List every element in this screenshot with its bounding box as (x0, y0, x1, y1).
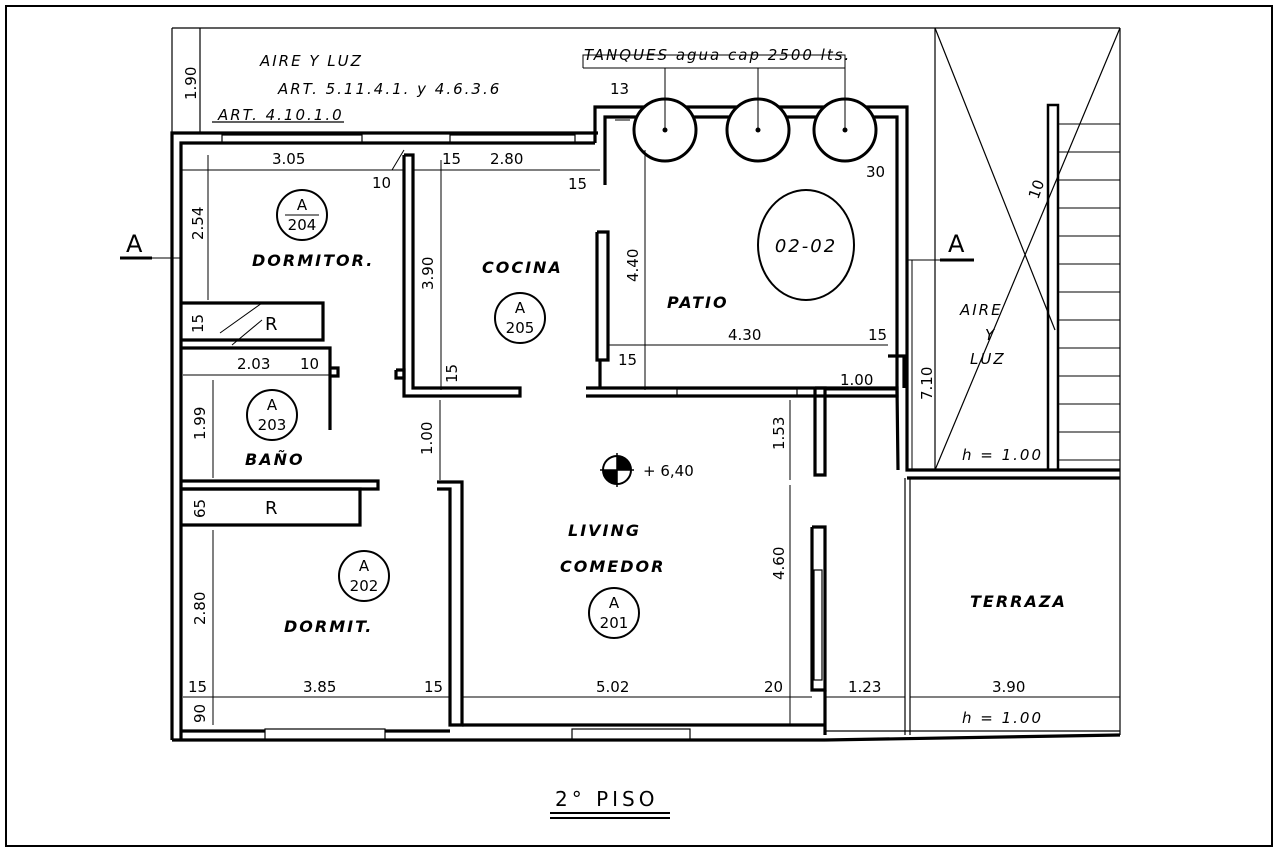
room-202-name: DORMIT. (284, 617, 373, 636)
dim-10a: 10 (372, 174, 391, 192)
dim-2-80a: 2.80 (490, 150, 523, 168)
note-level: + 6,40 (643, 462, 694, 480)
dim-3-90: 3.90 (419, 257, 437, 290)
dim-15c: 15 (618, 351, 637, 369)
label-patio: PATIO (667, 293, 729, 312)
room-204-code-num: 204 (288, 216, 317, 234)
dim-4-60: 4.60 (770, 547, 788, 580)
room-205-code-num: 205 (506, 319, 535, 337)
note-art-1: ART. 5.11.4.1. y 4.6.3.6 (277, 80, 501, 98)
patio-code: 02-02 (775, 236, 837, 257)
dim-2-03: 2.03 (237, 355, 270, 373)
level-marker-icon (600, 453, 634, 487)
dim-15f: 15 (189, 314, 207, 333)
property-lines (171, 27, 1121, 735)
room-201-name-1: LIVING (568, 521, 641, 540)
note-h-terraza: h = 1.00 (962, 709, 1043, 727)
room-201-code-top: A (609, 594, 620, 612)
patio-code-bubble (757, 189, 855, 301)
note-art-2: ART. 4.10.1.0 (217, 106, 344, 124)
dimension-lines (120, 119, 1120, 725)
section-marker-left: A (126, 230, 143, 258)
dim-3-90b: 3.90 (992, 678, 1025, 696)
dim-15h: 15 (424, 678, 443, 696)
dim-15g: 15 (188, 678, 207, 696)
dim-20: 20 (764, 678, 783, 696)
label-terraza: TERRAZA (970, 592, 1067, 611)
dim-3-05: 3.05 (272, 150, 305, 168)
dim-1-00b: 1.00 (418, 422, 436, 455)
dim-1-90: 1.90 (182, 67, 200, 100)
room-202-code-num: 202 (350, 577, 379, 595)
stairs (1046, 103, 1120, 472)
room-205-name: COCINA (482, 258, 563, 277)
dim-30: 30 (866, 163, 885, 181)
dim-5-02: 5.02 (596, 678, 629, 696)
dim-1-23: 1.23 (848, 678, 881, 696)
dim-1-53: 1.53 (770, 417, 788, 450)
room-203-code-num: 203 (258, 416, 287, 434)
room-203-name: BAÑO (245, 450, 305, 469)
dim-2-54: 2.54 (189, 207, 207, 240)
note-aire-luz-top: AIRE Y LUZ (259, 52, 363, 70)
sheet-border (5, 5, 1273, 847)
note-h-right: h = 1.00 (962, 446, 1043, 464)
interior-walls (181, 153, 906, 735)
dim-1-99: 1.99 (191, 407, 209, 440)
room-bubbles (246, 189, 640, 639)
dim-7-10: 7.10 (918, 367, 936, 400)
dim-90: 90 (191, 704, 209, 723)
room-201-code-num: 201 (600, 614, 629, 632)
section-marker-right: A (948, 230, 965, 258)
drawing-title: 2° PISO (555, 787, 658, 811)
note-aire-right-2: Y (985, 326, 996, 344)
note-tanques: TANQUES agua cap 2500 lts. (584, 46, 851, 64)
room-205-code-top: A (515, 299, 526, 317)
label-r1: R (265, 314, 278, 335)
dim-1-00a: 1.00 (840, 371, 873, 389)
dim-4-30: 4.30 (728, 326, 761, 344)
room-203-code-top: A (267, 396, 278, 414)
dim-4-40: 4.40 (624, 249, 642, 282)
dim-15a: 15 (442, 150, 461, 168)
note-aire-right-1: AIRE (959, 301, 1003, 319)
label-r2: R (265, 498, 278, 519)
dim-10b: 10 (300, 355, 319, 373)
room-201-name-2: COMEDOR (560, 557, 665, 576)
dim-2-80b: 2.80 (191, 592, 209, 625)
dim-3-85: 3.85 (303, 678, 336, 696)
windows (221, 134, 823, 740)
dim-15b: 15 (568, 175, 587, 193)
water-tanks (582, 54, 878, 163)
note-aire-right-3: LUZ (970, 350, 1006, 368)
dim-15d: 15 (868, 326, 887, 344)
dim-15e: 15 (443, 364, 461, 383)
room-204-name: DORMITOR. (252, 251, 374, 270)
room-202-code-top: A (359, 557, 370, 575)
note-stair-num: 10 (1025, 177, 1048, 201)
dim-65: 65 (191, 499, 209, 518)
dim-13: 13 (610, 80, 629, 98)
room-204-code-top: A (297, 196, 308, 214)
